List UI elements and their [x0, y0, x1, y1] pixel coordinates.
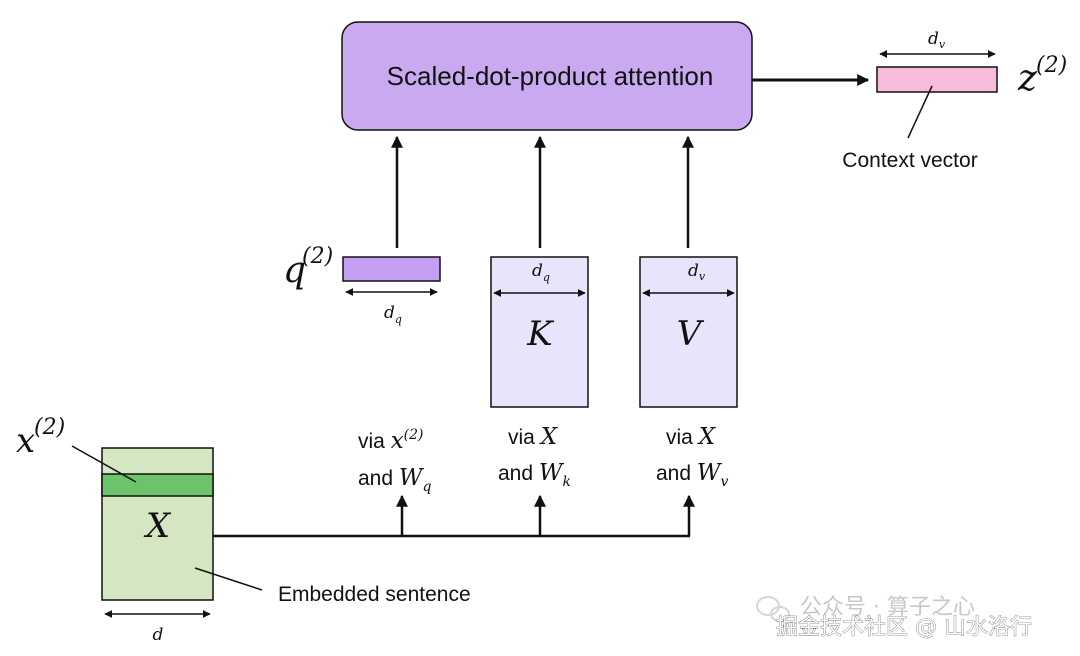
attention-block: Scaled-dot-product attention	[341, 21, 753, 131]
output-dim-label: dv	[928, 29, 946, 51]
watermark-line2: 掘金技术社区 @ 山水洛行	[776, 615, 1032, 640]
values-block: dv V	[639, 256, 738, 408]
input-row-var: x	[16, 421, 35, 461]
output-block: dv z (2) Context vector	[842, 29, 1067, 172]
values-matrix	[639, 256, 738, 408]
wechat-icon	[756, 596, 790, 622]
values-via-annotation: via X and Wv	[656, 424, 729, 490]
values-via-line1: via X	[666, 424, 717, 450]
embedded-sentence-caption: Embedded sentence	[278, 583, 471, 606]
attention-label: Scaled-dot-product attention	[387, 61, 714, 91]
values-via-line2: and Wv	[656, 460, 729, 490]
input-row-superscript: (2)	[34, 415, 65, 440]
input-block: X x (2) d Embedded sentence	[16, 415, 471, 645]
output-vector	[876, 66, 998, 93]
query-via-line1: via x(2)	[358, 427, 424, 454]
input-label: X	[143, 506, 172, 546]
context-leader-line	[907, 85, 933, 139]
watermark-line1: 公众号 · 算子之心	[800, 595, 975, 620]
input-row-x2	[101, 473, 214, 497]
embedded-leader-line	[194, 567, 263, 591]
attention-box	[341, 21, 753, 131]
query-superscript: (2)	[302, 244, 333, 269]
output-var: z	[1017, 58, 1038, 99]
keys-block: dq K	[490, 256, 589, 408]
query-var: q	[283, 250, 306, 291]
query-dim-label: dq	[384, 303, 402, 326]
keys-via-line1: via X	[508, 424, 559, 450]
query-block: q (2) dq	[283, 244, 441, 326]
keys-via-line2: and Wk	[498, 460, 571, 490]
keys-label: K	[526, 314, 555, 354]
values-dim-label: dv	[688, 261, 706, 283]
input-dim-label: d	[153, 625, 164, 645]
watermark: 公众号 · 算子之心 掘金技术社区 @ 山水洛行	[756, 595, 1032, 640]
values-label: V	[677, 314, 705, 354]
output-superscript: (2)	[1036, 53, 1067, 78]
keys-via-annotation: via X and Wk	[498, 424, 571, 490]
keys-dim-label: dq	[532, 261, 550, 284]
query-via-annotation: via x(2) and Wq	[358, 427, 432, 495]
input-bus	[213, 494, 695, 538]
query-via-line2: and Wq	[358, 465, 432, 495]
query-vector	[342, 256, 441, 282]
row-leader-line	[71, 445, 137, 483]
keys-matrix	[490, 256, 589, 408]
context-vector-caption: Context vector	[842, 149, 977, 172]
